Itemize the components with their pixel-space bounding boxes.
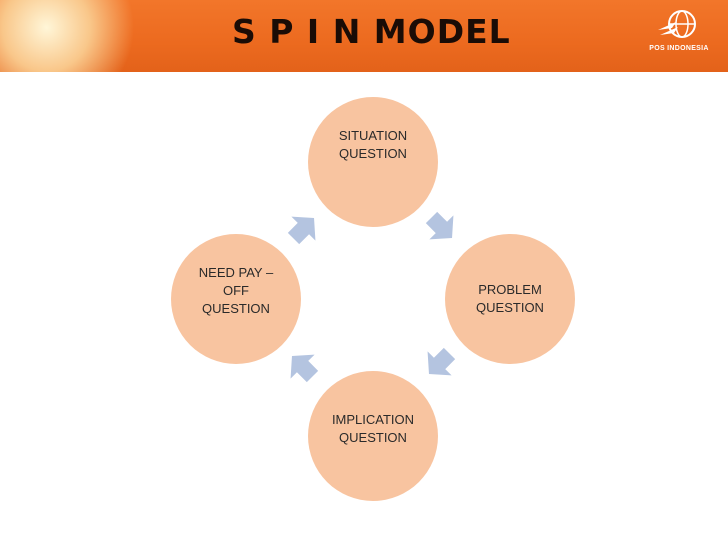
pos-indonesia-logo: POS INDONESIA <box>640 8 718 66</box>
slide-title: S P I N MODEL <box>232 12 511 51</box>
node-label-line: IMPLICATION <box>331 412 415 427</box>
node-label-line: QUESTION <box>202 301 270 316</box>
node-label-line: SITUATION <box>338 128 408 143</box>
logo-text: POS INDONESIA <box>649 45 709 52</box>
arrow-needpayoff-to-situation <box>287 216 316 245</box>
arrow-situation-to-problem <box>425 211 454 240</box>
need-payoff-question-node: NEED PAY – OFF QUESTION <box>171 234 301 364</box>
node-label-line: QUESTION <box>339 146 407 161</box>
node-label: NEED PAY – OFF QUESTION <box>199 264 273 318</box>
node-label-line: QUESTION <box>339 430 407 445</box>
node-label: IMPLICATION QUESTION <box>332 411 414 447</box>
header-bar: S P I N MODEL POS INDONESIA <box>0 0 728 72</box>
node-label-line: OFF <box>222 283 249 298</box>
implication-question-node: IMPLICATION QUESTION <box>308 371 438 501</box>
node-label: SITUATION QUESTION <box>339 127 407 163</box>
arrow-problem-to-implication <box>427 347 456 376</box>
node-label: PROBLEM QUESTION <box>476 281 544 317</box>
logo-emblem-icon <box>658 10 696 38</box>
arrow-implication-to-needpayoff <box>290 354 319 383</box>
situation-question-node: SITUATION QUESTION <box>308 97 438 227</box>
node-label-line: QUESTION <box>476 300 544 315</box>
node-label-line: NEED PAY – <box>198 265 274 280</box>
node-label-line: PROBLEM <box>478 282 542 297</box>
problem-question-node: PROBLEM QUESTION <box>445 234 575 364</box>
decorative-swirl-graphic <box>0 0 140 72</box>
